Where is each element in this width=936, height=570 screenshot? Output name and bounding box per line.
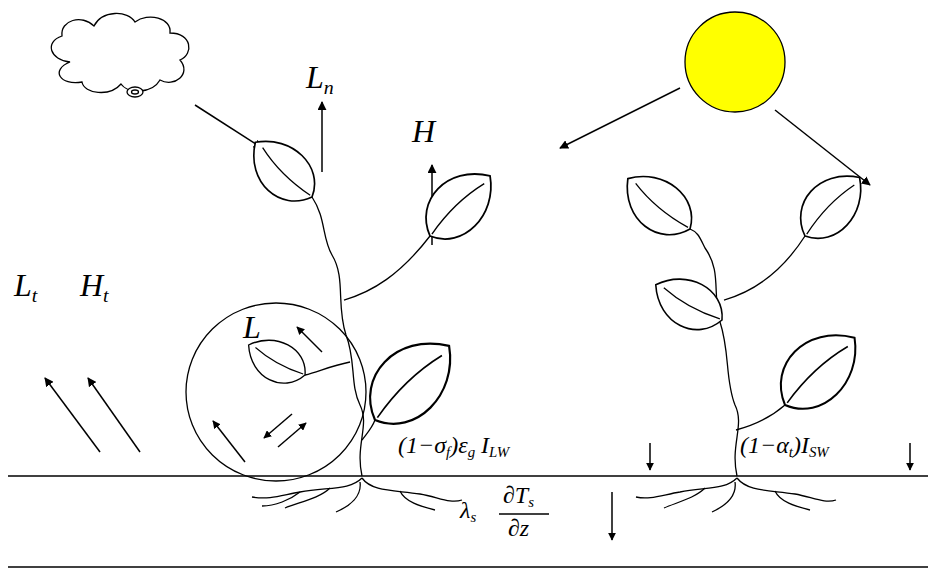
longwave-arrow (649, 443, 651, 470)
subscript: f (446, 444, 450, 460)
formula-symbol: )ε (450, 432, 467, 458)
subscript: LW (489, 444, 509, 460)
fraction-bar (499, 513, 549, 514)
shortwave-arrow (909, 443, 911, 470)
subscript: t (32, 284, 38, 306)
formula-symbol: ∂z (508, 515, 529, 541)
formula-symbol: (1−σ (398, 432, 446, 458)
soil-heat-arrow (611, 492, 613, 540)
subscript: s (528, 494, 534, 510)
leaf (237, 126, 327, 216)
formula: Ht (80, 268, 109, 307)
formula-symbol: H (80, 267, 103, 303)
formula: Ln (306, 60, 334, 99)
leaf (786, 160, 877, 252)
flux-symbol: L (243, 310, 261, 345)
emission-arrow (213, 421, 245, 462)
emission-arrow (297, 327, 322, 352)
sun-ray-arrow (775, 110, 870, 185)
formula-symbol: λ (460, 497, 470, 523)
formula: H (412, 114, 435, 149)
formula-symbol: H (412, 113, 435, 149)
formula-symbol: I (481, 432, 489, 458)
subscript: n (324, 76, 334, 98)
leaf (410, 156, 507, 253)
subscript: t (103, 284, 109, 306)
sun-ray-arrow (560, 88, 680, 148)
formula-symbol: (1−α (740, 432, 789, 458)
formula: λs (460, 497, 476, 526)
exchange-arrow (264, 414, 292, 438)
cloud (51, 13, 189, 97)
subscript: t (789, 444, 793, 460)
subscript: g (468, 444, 475, 460)
formula-symbol: ∂T (503, 482, 528, 508)
cloud-radiation-arrow (195, 105, 262, 148)
subscript: SW (809, 444, 829, 460)
lt-arrow (45, 378, 100, 452)
leaf (644, 266, 732, 342)
sun (685, 12, 785, 112)
soil-bottom (8, 566, 928, 568)
formula-symbol: )I (793, 432, 809, 458)
ht-arrow (88, 378, 140, 452)
formula: (1−σf)εgILW (398, 432, 509, 461)
leaf (611, 161, 704, 250)
ground-surface (8, 475, 928, 477)
formula: ∂z (508, 515, 529, 541)
ln-arrow (321, 102, 323, 172)
formula-symbol: L (306, 59, 324, 95)
formula-symbol: L (14, 267, 32, 303)
enclosing-circle: L (185, 302, 367, 482)
exchange-arrow (278, 423, 306, 447)
formula: ∂Ts (503, 482, 534, 511)
leaf (351, 322, 471, 442)
leaf (763, 315, 874, 425)
formula: Lt (14, 268, 37, 307)
circle-outline (185, 302, 367, 482)
formula: (1−αt)ISW (740, 432, 829, 461)
subscript: s (470, 509, 476, 525)
